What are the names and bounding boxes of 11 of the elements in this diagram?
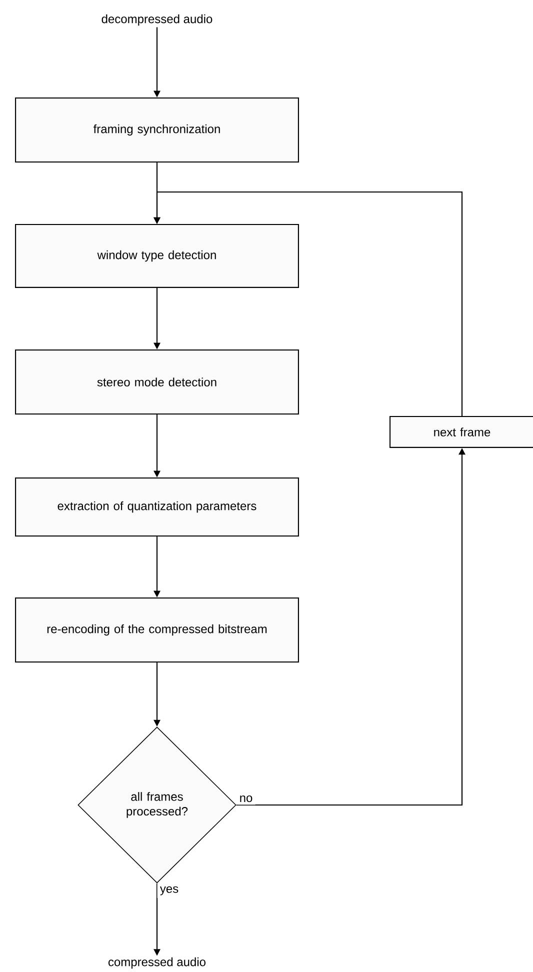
edge-label: yes (160, 886, 178, 896)
process-box: extraction of quantization parameters (15, 477, 299, 537)
process-box: next frame (389, 416, 533, 448)
process-box: re-encoding of the compressed bitstream (15, 597, 299, 663)
arrow (154, 191, 463, 416)
process-box: framing synchronization (15, 97, 299, 163)
edge-label: no (240, 795, 252, 802)
terminal-label: decompressed audio (102, 14, 212, 26)
process-box: window type detection (15, 224, 299, 288)
terminal-label: compressed audio (108, 957, 206, 969)
process-box: stereo mode detection (15, 349, 299, 415)
